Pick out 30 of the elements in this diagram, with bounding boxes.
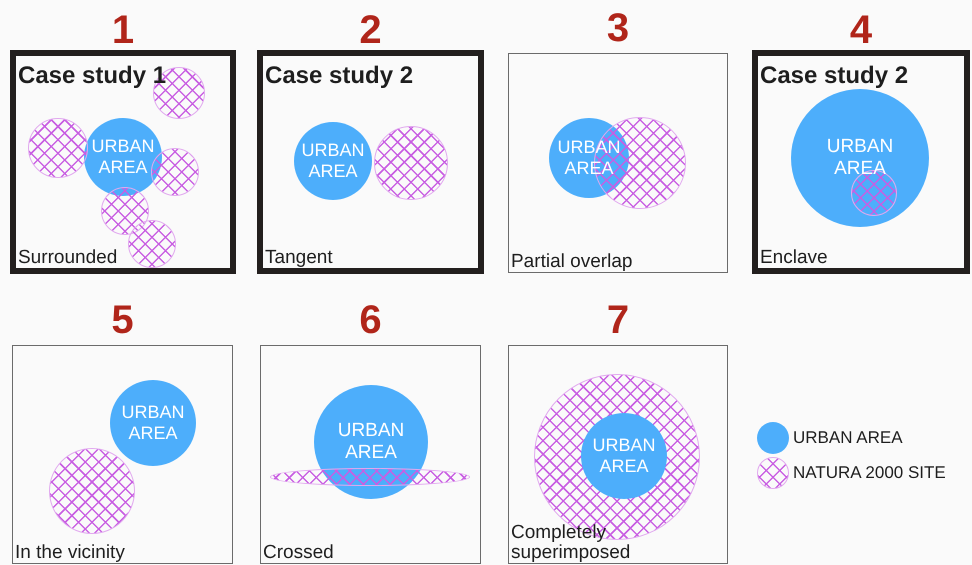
panel-caption: Surrounded <box>18 248 118 268</box>
legend-label: NATURA 2000 SITE <box>793 462 946 482</box>
panel-caption: Tangent <box>265 248 333 268</box>
case-number: 6 <box>358 300 383 340</box>
urban-area-label: URBAN AREA <box>336 420 406 464</box>
natura-site-circle <box>128 220 176 268</box>
natura-site-circle <box>101 187 149 235</box>
urban-area-label: URBAN AREA <box>120 402 186 444</box>
panel-caption: Crossed <box>263 543 334 563</box>
panel-caption: Enclave <box>760 248 828 268</box>
panel-caption: Partial overlap <box>511 252 632 272</box>
panel-caption: Completely superimposed <box>511 523 632 563</box>
case-number: 2 <box>358 10 383 50</box>
urban-area-circle <box>84 118 162 196</box>
natura-site-circle <box>151 148 199 196</box>
urban-area-label: URBAN AREA <box>300 140 366 182</box>
panel-heading: Case study 2 <box>265 62 414 90</box>
urban-area-label: URBAN AREA <box>826 136 894 180</box>
case-number: 7 <box>606 300 630 340</box>
case-number: 4 <box>848 10 874 50</box>
panel-heading: Case study 2 <box>760 62 908 90</box>
case-number: 1 <box>110 10 136 50</box>
urban-area-label: URBAN AREA <box>90 136 156 178</box>
panel-caption: In the vicinity <box>15 543 125 563</box>
urban-area-label: URBAN AREA <box>591 435 656 477</box>
case-number: 3 <box>606 8 630 48</box>
legend-label: URBAN AREA <box>793 428 903 448</box>
urban-area-circle <box>581 413 667 499</box>
natura-site-circle <box>153 67 205 119</box>
case-number: 5 <box>110 300 135 340</box>
